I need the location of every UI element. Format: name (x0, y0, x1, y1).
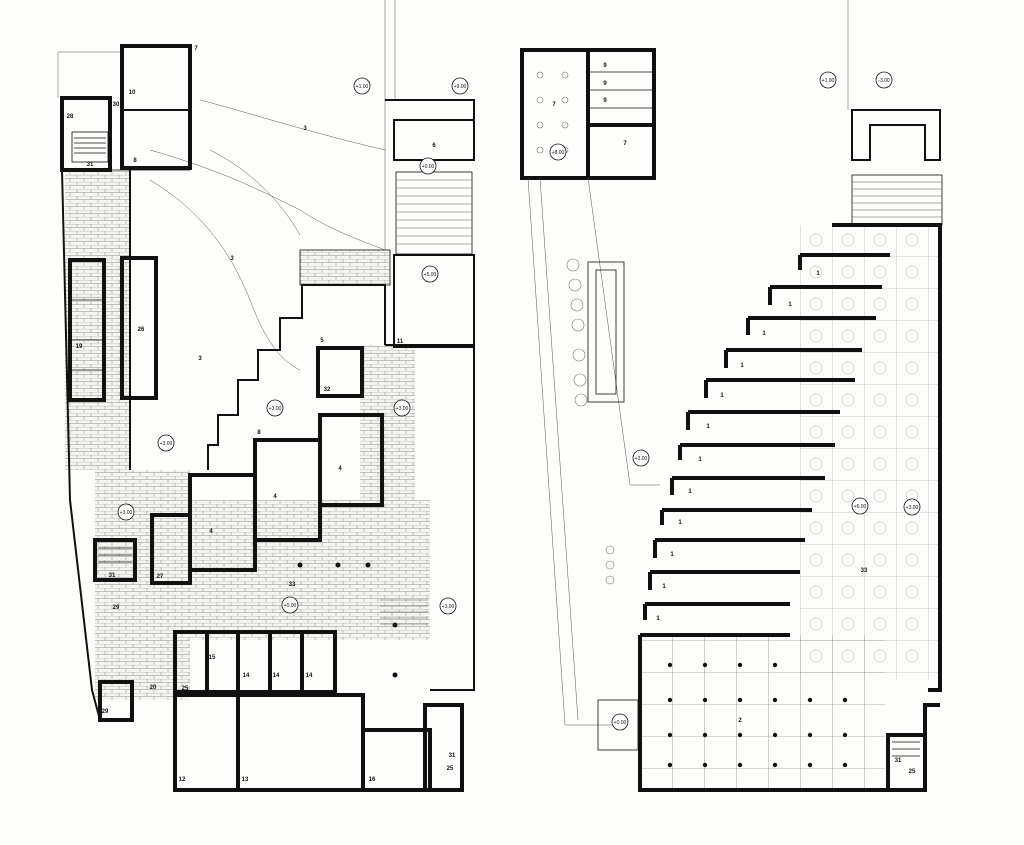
room-number-right-7: 1 (762, 331, 766, 337)
level-marker-left-0-ring (353, 77, 371, 95)
room-number-left-12: 32 (324, 387, 331, 393)
level-marker-right-0: +1.00 (822, 78, 835, 84)
room-number-right-18: 2 (738, 718, 742, 724)
room-number-left-34: 25 (447, 766, 454, 772)
room-number-left-2: 30 (113, 102, 120, 108)
level-marker-right-1: -3.00 (878, 78, 890, 84)
level-marker-left-4-ring (266, 399, 284, 417)
level-marker-right-1-ring (875, 71, 893, 89)
level-marker-left-2: +0.00 (422, 164, 435, 170)
room-number-left-26: 14 (273, 673, 280, 679)
level-marker-right-2: +8.00 (552, 150, 565, 156)
level-marker-left-1-ring (451, 77, 469, 95)
level-marker-left-8-ring (281, 596, 299, 614)
room-number-right-20: 25 (909, 769, 916, 775)
room-number-left-8: 3 (198, 356, 202, 362)
room-number-left-0: 7 (194, 46, 198, 52)
level-marker-left-3-ring (421, 265, 439, 283)
level-marker-left-6-ring (157, 434, 175, 452)
level-marker-left-2-ring (419, 157, 437, 175)
level-marker-right-5-ring (903, 498, 921, 516)
room-number-right-15: 1 (662, 584, 666, 590)
room-number-left-1: 10 (129, 90, 136, 96)
room-number-left-31: 13 (242, 777, 249, 783)
level-marker-right-6-ring (611, 713, 629, 731)
level-marker-right-3-ring (632, 449, 650, 467)
room-number-left-16: 4 (209, 529, 213, 535)
level-marker-left-1: +9.00 (454, 84, 467, 90)
room-number-left-11: 5 (320, 338, 324, 344)
room-number-right-3: 9 (603, 98, 607, 104)
room-number-right-1: 9 (603, 63, 607, 69)
level-marker-left-3: +5.00 (424, 272, 437, 278)
level-marker-left-7-ring (117, 503, 135, 521)
level-marker-right-2-ring (549, 143, 567, 161)
room-number-left-25: 14 (243, 673, 250, 679)
room-number-left-5: 8 (133, 158, 137, 164)
room-number-right-0: 7 (552, 102, 556, 108)
room-number-left-10: 19 (76, 344, 83, 350)
room-number-left-6: 3 (303, 126, 307, 132)
room-number-right-19: 31 (895, 758, 902, 764)
room-number-left-7: 3 (230, 256, 234, 262)
room-number-right-5: 1 (816, 271, 820, 277)
room-number-left-14: 4 (273, 494, 277, 500)
room-number-right-14: 1 (670, 552, 674, 558)
level-marker-left-7: +3.00 (120, 510, 133, 516)
room-number-right-4: 7 (623, 141, 627, 147)
room-number-left-15: 4 (338, 466, 342, 472)
room-number-left-9: 26 (138, 327, 145, 333)
level-marker-left-6: +3.00 (160, 441, 173, 447)
room-number-left-24: 15 (209, 655, 216, 661)
room-number-left-23: 20 (150, 685, 157, 691)
room-number-right-2: 9 (603, 81, 607, 87)
room-number-left-3: 28 (67, 114, 74, 120)
room-number-right-8: 1 (740, 363, 744, 369)
room-number-left-13: 8 (257, 430, 261, 436)
level-marker-left-8: +0.00 (284, 603, 297, 609)
room-number-left-27: 14 (306, 673, 313, 679)
room-number-right-13: 1 (678, 520, 682, 526)
room-number-left-20: 27 (157, 574, 164, 580)
left-floor-plan (57, 0, 475, 792)
room-number-left-32: 16 (369, 777, 376, 783)
room-number-left-22: 29 (113, 605, 120, 611)
room-number-right-10: 1 (706, 424, 710, 430)
room-number-right-11: 1 (698, 457, 702, 463)
room-number-left-33: 31 (449, 753, 456, 759)
level-marker-left-5: +3.00 (396, 406, 409, 412)
level-marker-right-5: +3.00 (906, 505, 919, 511)
level-marker-left-5-ring (393, 399, 411, 417)
room-number-right-17: 33 (861, 568, 868, 574)
room-number-left-18: 6 (432, 143, 436, 149)
right-floor-plan (520, 0, 943, 792)
room-number-right-6: 1 (788, 302, 792, 308)
room-number-left-29: 29 (102, 709, 109, 715)
level-marker-left-4: +3.00 (269, 406, 282, 412)
room-number-right-12: 1 (688, 489, 692, 495)
level-marker-right-6: +0.00 (614, 720, 627, 726)
room-number-right-9: 1 (720, 393, 724, 399)
room-number-right-16: 1 (656, 616, 660, 622)
level-marker-left-0: +1.00 (356, 84, 369, 90)
room-number-left-21: 31 (109, 573, 116, 579)
room-number-left-4: 31 (87, 162, 94, 168)
level-marker-right-4-ring (851, 497, 869, 515)
room-number-left-30: 12 (179, 777, 186, 783)
level-marker-left-9-ring (439, 597, 457, 615)
room-number-left-28: 25 (182, 686, 189, 692)
level-marker-right-4: +6.00 (854, 504, 867, 510)
room-number-left-17: 11 (397, 339, 404, 345)
level-marker-right-0-ring (819, 71, 837, 89)
room-number-left-19: 33 (289, 582, 296, 588)
level-marker-left-9: +3.00 (442, 604, 455, 610)
level-marker-right-3: +3.00 (635, 456, 648, 462)
